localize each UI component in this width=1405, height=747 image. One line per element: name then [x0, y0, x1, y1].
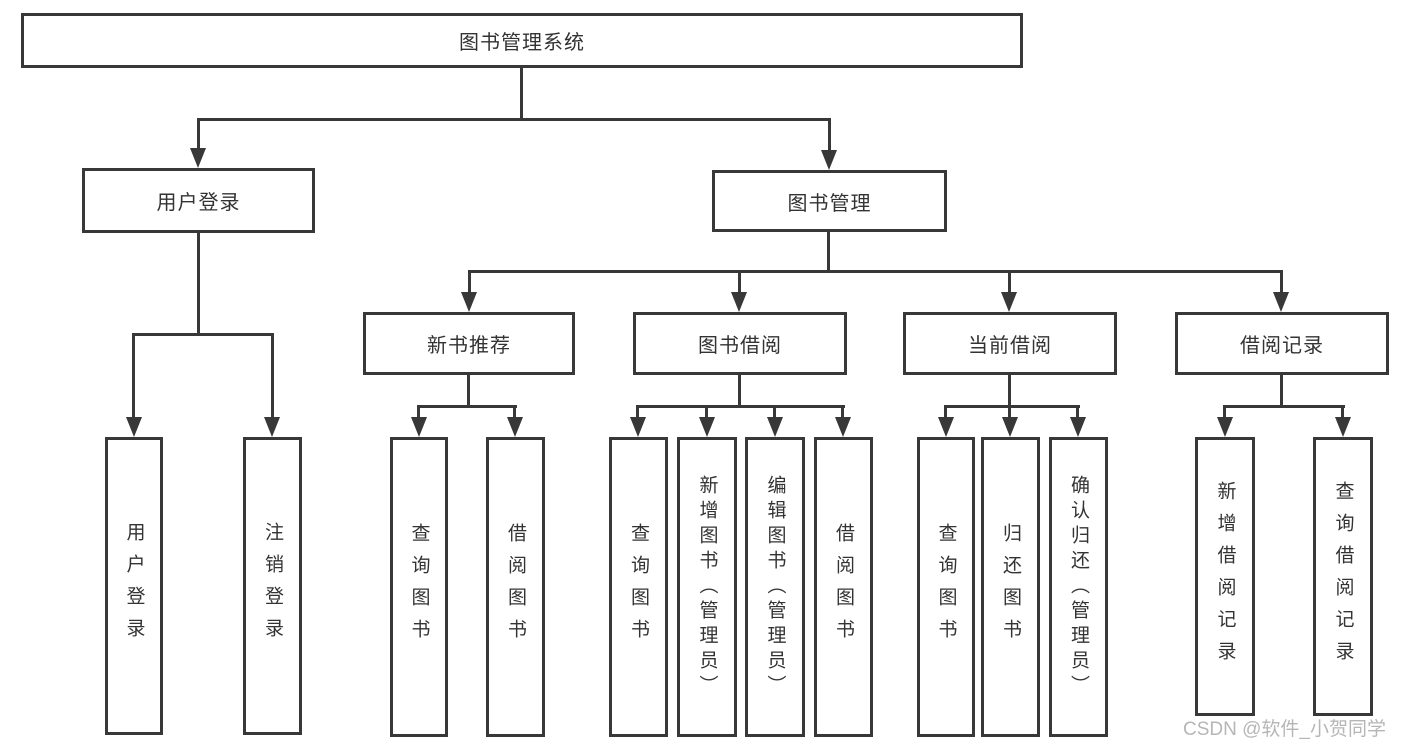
connector-hline	[197, 118, 831, 121]
node-current-borrowing: 当前借阅	[903, 312, 1117, 375]
connector-vline	[738, 375, 741, 407]
leaf-query-books-current: 查询图书	[917, 437, 975, 737]
connector-hline	[1223, 405, 1345, 408]
leaf-add-borrow-record: 新增借阅记录	[1195, 437, 1255, 716]
arrowhead-icon	[630, 417, 646, 437]
node-library-system: 图书管理系统	[21, 13, 1023, 68]
node-label: 借阅图书	[833, 523, 854, 651]
node-label: 新书推荐	[427, 335, 511, 357]
connector-vline	[944, 405, 947, 427]
csdn-watermark: CSDN @软件_小贺同学	[1183, 719, 1386, 740]
leaf-edit-books-admin: 编辑图书（管理员）	[745, 437, 805, 737]
node-label: 查询图书	[408, 523, 430, 651]
arrowhead-icon	[507, 417, 523, 437]
arrowhead-icon	[126, 417, 142, 437]
node-label: 确认归还（管理员）	[1068, 474, 1089, 700]
node-label: 编辑图书（管理员）	[764, 474, 786, 700]
node-label: 用户登录	[123, 522, 145, 650]
connector-vline	[520, 68, 523, 120]
connector-vline	[1008, 405, 1011, 427]
leaf-borrow-books: 借阅图书	[814, 437, 873, 737]
connector-vline	[841, 405, 844, 427]
node-label: 借阅图书	[505, 523, 526, 651]
connector-vline	[468, 270, 471, 300]
leaf-query-books-borrowing: 查询图书	[609, 437, 668, 737]
connector-vline	[1223, 405, 1226, 427]
node-label: 借阅记录	[1240, 335, 1324, 357]
connector-vline	[828, 118, 831, 160]
arrowhead-icon	[1070, 417, 1086, 437]
node-borrowing-records: 借阅记录	[1175, 312, 1389, 375]
arrowhead-icon	[411, 417, 427, 437]
arrowhead-icon	[699, 417, 715, 437]
node-label: 查询图书	[628, 523, 649, 651]
node-label: 新增图书（管理员）	[696, 474, 718, 700]
node-label: 新增借阅记录	[1214, 480, 1236, 673]
arrowhead-icon	[1217, 417, 1233, 437]
arrowhead-icon	[731, 292, 747, 312]
arrowhead-icon	[461, 292, 477, 312]
connector-hline	[944, 405, 1080, 408]
arrowhead-icon	[1335, 417, 1351, 437]
node-label: 图书借阅	[698, 335, 782, 357]
connector-vline	[1280, 270, 1283, 300]
connector-vline	[467, 375, 470, 407]
node-label: 当前借阅	[968, 335, 1052, 357]
node-label: 查询图书	[935, 523, 957, 651]
connector-vline	[1280, 375, 1283, 407]
leaf-confirm-return-admin: 确认归还（管理员）	[1049, 437, 1108, 737]
connector-vline	[132, 333, 135, 425]
leaf-query-borrow-record: 查询借阅记录	[1313, 437, 1373, 716]
connector-vline	[271, 333, 274, 425]
node-label: 用户登录	[156, 192, 241, 214]
connector-hline	[468, 270, 1283, 273]
leaf-query-books-recommend: 查询图书	[390, 437, 448, 737]
connector-hline	[132, 333, 274, 336]
connector-vline	[1008, 270, 1011, 300]
connector-hline	[636, 405, 845, 408]
node-user-login: 用户登录	[82, 168, 315, 233]
connector-vline	[197, 118, 200, 158]
leaf-user-login: 用户登录	[105, 437, 163, 735]
connector-vline	[738, 270, 741, 300]
leaf-logout: 注销登录	[243, 437, 302, 735]
leaf-borrow-books-recommend: 借阅图书	[486, 437, 545, 737]
arrowhead-icon	[1001, 292, 1017, 312]
connector-vline	[1008, 375, 1011, 407]
arrowhead-icon	[1273, 292, 1289, 312]
node-label: 归还图书	[1000, 523, 1021, 651]
connector-vline	[417, 405, 420, 427]
connector-hline	[417, 405, 517, 408]
node-label: 注销登录	[262, 522, 283, 650]
node-label: 图书管理	[787, 192, 872, 215]
arrowhead-icon	[1002, 417, 1018, 437]
connector-vline	[1341, 405, 1344, 427]
connector-vline	[513, 405, 516, 427]
node-new-book-recommend: 新书推荐	[363, 312, 575, 375]
arrowhead-icon	[190, 148, 206, 168]
leaf-add-books-admin: 新增图书（管理员）	[677, 437, 737, 737]
arrowhead-icon	[767, 417, 783, 437]
arrowhead-icon	[264, 417, 280, 437]
node-label: 查询借阅记录	[1332, 480, 1354, 673]
connector-vline	[197, 233, 200, 335]
leaf-return-books: 归还图书	[981, 437, 1040, 737]
arrowhead-icon	[821, 150, 837, 170]
arrowhead-icon	[835, 417, 851, 437]
arrowhead-icon	[938, 417, 954, 437]
node-label: 图书管理系统	[459, 32, 585, 54]
connector-vline	[1076, 405, 1079, 427]
node-book-management: 图书管理	[712, 170, 947, 232]
connector-vline	[827, 232, 830, 272]
connector-vline	[636, 405, 639, 427]
connector-vline	[705, 405, 708, 427]
node-book-borrowing: 图书借阅	[633, 312, 847, 375]
connector-vline	[773, 405, 776, 427]
